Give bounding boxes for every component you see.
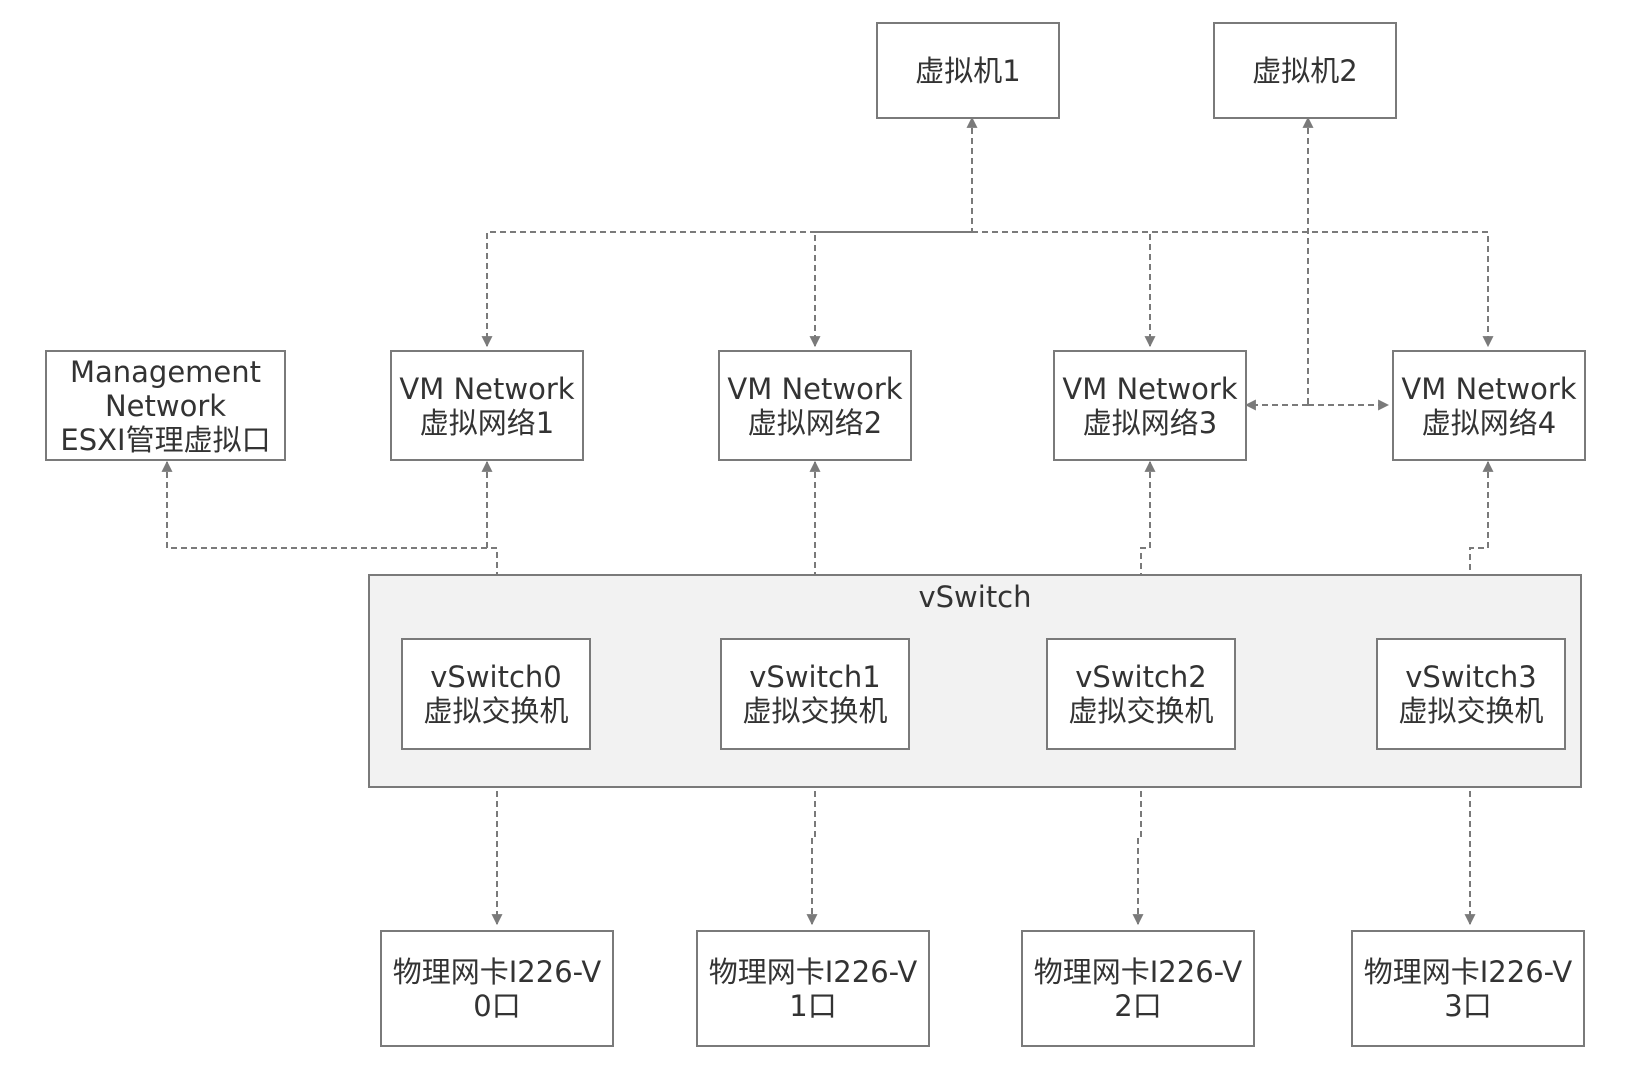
management-line-3: ESXI管理虚拟口 xyxy=(60,422,271,457)
management-line-1: Management xyxy=(69,354,262,389)
vswitch-0-box[interactable]: vSwitch0 虚拟交换机 xyxy=(401,638,591,750)
link-vswitch2-nic2 xyxy=(1132,749,1147,926)
vm-network-1-subtitle: 虚拟网络1 xyxy=(419,405,555,440)
link-vm1-net3 xyxy=(972,231,1156,348)
management-network-box[interactable]: Management Network ESXI管理虚拟口 xyxy=(45,350,286,461)
nic-3-box[interactable]: 物理网卡I226-V 3口 xyxy=(1351,930,1585,1047)
vm-network-1-title: VM Network xyxy=(399,371,575,406)
vm-network-3-subtitle: 虚拟网络3 xyxy=(1082,405,1218,440)
vswitch-3-subtitle: 虚拟交换机 xyxy=(1398,694,1544,728)
vm-network-4-box[interactable]: VM Network 虚拟网络4 xyxy=(1392,350,1586,461)
vm-2-box[interactable]: 虚拟机2 xyxy=(1213,22,1397,119)
vswitch-2-box[interactable]: vSwitch2 虚拟交换机 xyxy=(1046,638,1236,750)
vm-1-box[interactable]: 虚拟机1 xyxy=(876,22,1060,119)
link-net3-vswitch2 xyxy=(1135,460,1156,636)
vm-network-2-subtitle: 虚拟网络2 xyxy=(747,405,883,440)
vswitch-0-subtitle: 虚拟交换机 xyxy=(423,694,569,728)
link-vm1-net1 xyxy=(481,116,978,348)
vm-network-2-title: VM Network xyxy=(727,371,903,406)
vswitch-1-subtitle: 虚拟交换机 xyxy=(742,694,888,728)
vm-network-3-title: VM Network xyxy=(1062,371,1238,406)
vswitch-3-title: vSwitch3 xyxy=(1405,660,1537,694)
vswitch-1-box[interactable]: vSwitch1 虚拟交换机 xyxy=(720,638,910,750)
link-vswitch1-nic1 xyxy=(806,749,821,926)
vm-network-4-title: VM Network xyxy=(1401,371,1577,406)
vswitch-2-title: vSwitch2 xyxy=(1075,660,1207,694)
link-net4-vswitch3 xyxy=(1464,460,1494,636)
nic-3-port: 3口 xyxy=(1444,988,1492,1023)
link-vm1-net2 xyxy=(809,231,972,348)
nic-0-title: 物理网卡I226-V xyxy=(392,954,602,989)
management-line-2: Network xyxy=(104,388,227,423)
nic-2-box[interactable]: 物理网卡I226-V 2口 xyxy=(1021,930,1255,1047)
link-mgmt-vswitch0 xyxy=(161,460,503,636)
vm-network-4-subtitle: 虚拟网络4 xyxy=(1421,405,1557,440)
nic-1-box[interactable]: 物理网卡I226-V 1口 xyxy=(696,930,930,1047)
nic-3-title: 物理网卡I226-V xyxy=(1363,954,1573,989)
nic-1-port: 1口 xyxy=(789,988,837,1023)
vswitch-2-subtitle: 虚拟交换机 xyxy=(1068,694,1214,728)
vm-network-1-box[interactable]: VM Network 虚拟网络1 xyxy=(390,350,584,461)
vm-network-2-box[interactable]: VM Network 虚拟网络2 xyxy=(718,350,912,461)
vswitch-1-title: vSwitch1 xyxy=(749,660,881,694)
vm-network-3-box[interactable]: VM Network 虚拟网络3 xyxy=(1053,350,1247,461)
nic-2-title: 物理网卡I226-V xyxy=(1033,954,1243,989)
link-vm1-net4 xyxy=(972,231,1494,348)
vswitch-group-title: vSwitch xyxy=(918,580,1032,614)
vswitch-0-title: vSwitch0 xyxy=(430,660,562,694)
nic-2-port: 2口 xyxy=(1114,988,1162,1023)
vm-2-label: 虚拟机2 xyxy=(1252,53,1358,88)
nic-0-port: 0口 xyxy=(473,988,521,1023)
nic-1-title: 物理网卡I226-V xyxy=(708,954,918,989)
nic-0-box[interactable]: 物理网卡I226-V 0口 xyxy=(380,930,614,1047)
vm-1-label: 虚拟机1 xyxy=(915,53,1021,88)
vswitch-3-box[interactable]: vSwitch3 虚拟交换机 xyxy=(1376,638,1566,750)
